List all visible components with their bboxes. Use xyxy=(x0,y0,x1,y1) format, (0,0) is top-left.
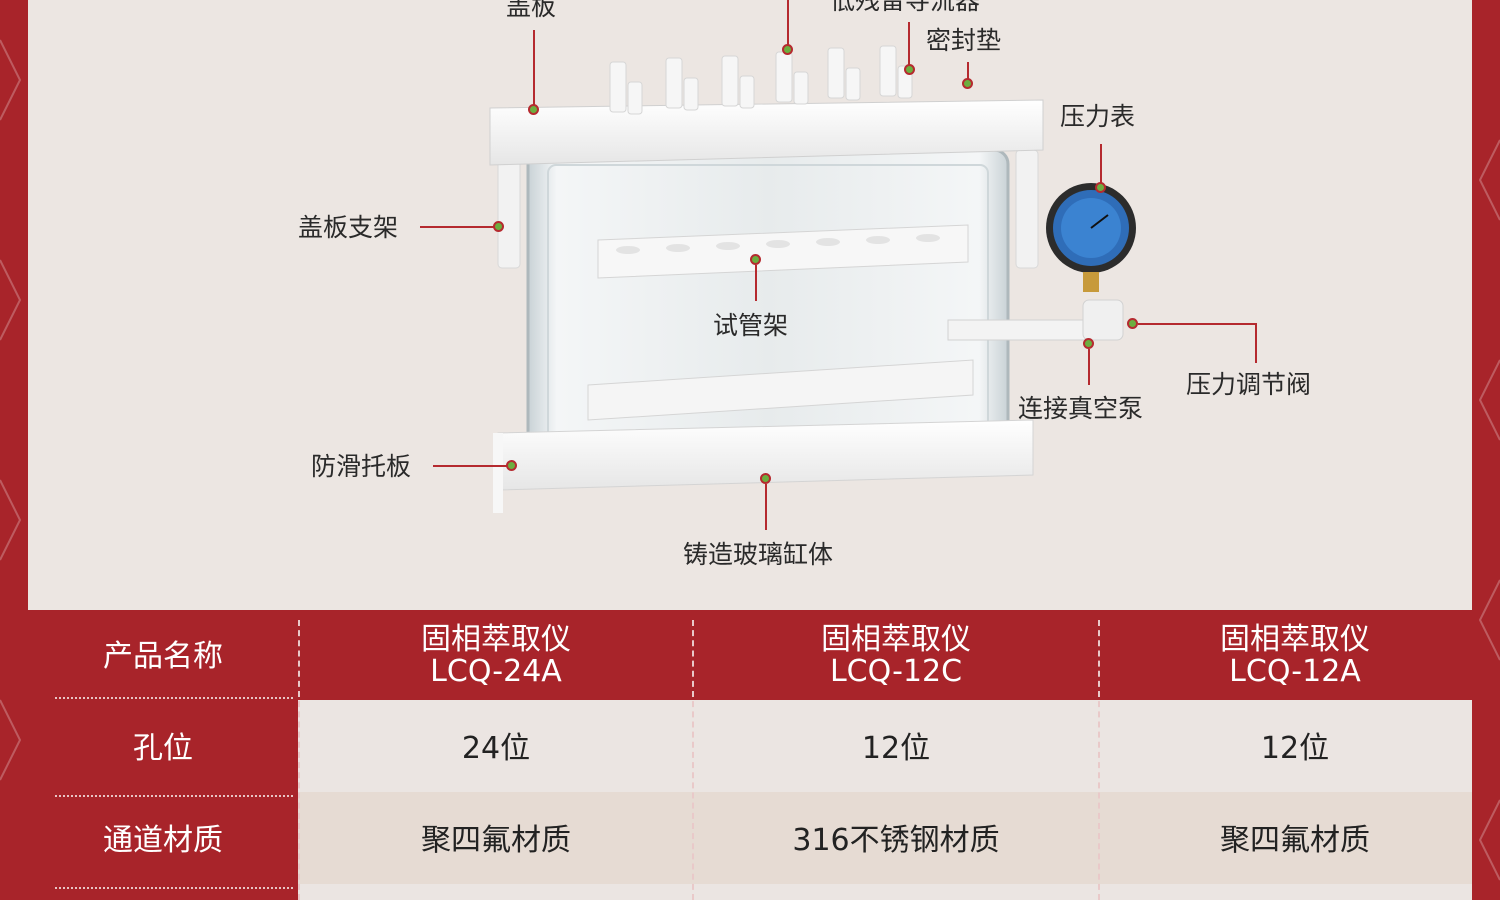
leader-line xyxy=(1255,323,1257,363)
callout-dot xyxy=(782,44,793,55)
product-header-lcq-12c: 固相萃取仪 LCQ-12C xyxy=(694,624,1098,688)
cover-plate xyxy=(489,99,1044,166)
product-name: 固相萃取仪 xyxy=(821,622,971,657)
table-row xyxy=(298,700,1472,792)
leader-line xyxy=(433,465,508,467)
label-vacuum-connect: 连接真空泵 xyxy=(1018,394,1144,423)
cell-material: 聚四氟材质 xyxy=(421,823,571,858)
leader-line xyxy=(1100,144,1102,186)
product-model: LCQ-12A xyxy=(1229,654,1361,689)
label-low-residue-diverter: 低残留导流器 xyxy=(830,0,981,15)
regulator-valve xyxy=(1082,299,1124,341)
table-header-row xyxy=(28,610,1472,700)
product-model: LCQ-12C xyxy=(829,654,963,689)
row-label-material: 通道材质 xyxy=(103,823,223,858)
callout-dot xyxy=(1127,318,1138,329)
cell-positions: 12位 xyxy=(1260,731,1330,766)
callout-dot xyxy=(506,460,517,471)
label-gasket: 密封垫 xyxy=(926,26,1002,55)
border-pattern xyxy=(0,39,22,781)
leader-line xyxy=(765,484,767,530)
column-separator xyxy=(298,620,300,900)
cell-material: 聚四氟材质 xyxy=(1220,823,1370,858)
label-glass-tank: 铸造玻璃缸体 xyxy=(683,540,834,569)
row-label-positions: 孔位 xyxy=(133,731,193,766)
border-pattern xyxy=(1478,139,1500,881)
leader-line xyxy=(533,30,535,108)
label-regulator-valve: 压力调节阀 xyxy=(1186,370,1312,399)
callout-dot xyxy=(760,473,771,484)
product-model: LCQ-24A xyxy=(430,654,562,689)
callout-dot xyxy=(1083,338,1094,349)
cell-positions: 24位 xyxy=(461,731,531,766)
column-separator xyxy=(1098,620,1100,900)
spec-table: 产品名称 孔位 通道材质 固相萃取仪 LCQ-24A 固相萃取仪 LCQ-12C… xyxy=(28,610,1472,900)
cover-support-left xyxy=(497,159,521,269)
leader-line xyxy=(1138,323,1256,325)
callout-dot xyxy=(528,104,539,115)
label-nonslip-tray: 防滑托板 xyxy=(311,452,412,481)
callout-dot xyxy=(1095,182,1106,193)
callout-dot xyxy=(750,254,761,265)
product-header-lcq-24a: 固相萃取仪 LCQ-24A xyxy=(300,624,692,688)
product-name: 固相萃取仪 xyxy=(1220,622,1370,657)
label-cover-support: 盖板支架 xyxy=(298,213,399,242)
spe-manifold-illustration xyxy=(489,45,1136,513)
leader-line xyxy=(787,0,789,48)
row-separator xyxy=(55,697,293,699)
leader-line xyxy=(1088,349,1090,385)
callout-dot xyxy=(904,64,915,75)
callout-dot xyxy=(962,78,973,89)
table-row xyxy=(298,884,1472,900)
cell-material: 316不锈钢材质 xyxy=(792,823,1000,858)
cell-positions: 12位 xyxy=(861,731,931,766)
table-row xyxy=(298,792,1472,884)
label-gauge: 压力表 xyxy=(1060,102,1136,131)
row-label-product-name: 产品名称 xyxy=(103,639,223,674)
left-border xyxy=(0,0,28,900)
column-separator xyxy=(692,620,694,900)
label-cover: 盖板 xyxy=(506,0,557,21)
product-name: 固相萃取仪 xyxy=(421,622,571,657)
label-tube-rack: 试管架 xyxy=(713,311,789,340)
leader-line xyxy=(908,22,910,68)
product-header-lcq-12a: 固相萃取仪 LCQ-12A xyxy=(1100,624,1490,688)
cover-support-right xyxy=(1015,149,1039,269)
right-border xyxy=(1472,0,1500,900)
product-diagram: 盖板 低残留导流器 密封垫 压力表 盖板支架 试管架 压力调节阀 连接真空泵 防… xyxy=(28,0,1472,610)
leader-line xyxy=(755,265,757,301)
bottom-rack xyxy=(587,359,974,421)
leader-line xyxy=(420,226,494,228)
valve-pipe xyxy=(947,319,1089,341)
callout-dot xyxy=(493,221,504,232)
row-separator xyxy=(55,795,293,797)
leader-line xyxy=(967,62,969,82)
row-separator xyxy=(55,887,293,889)
